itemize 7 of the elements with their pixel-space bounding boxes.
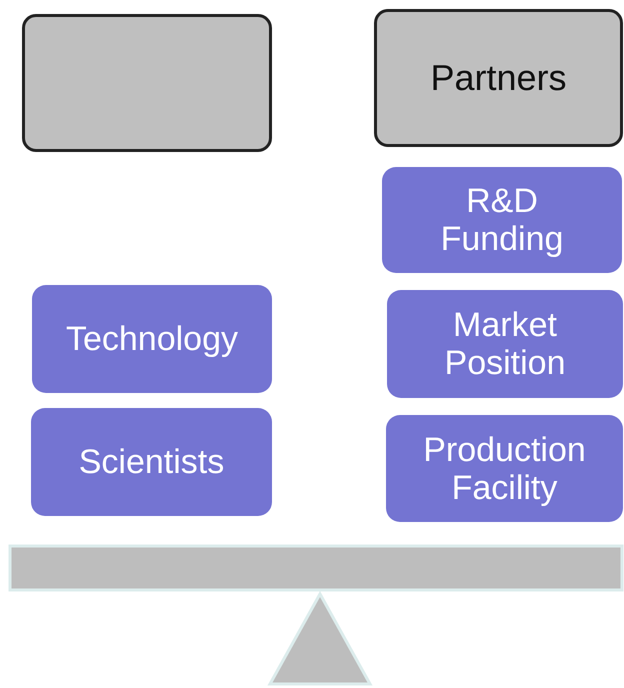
item-box: Market Position — [387, 290, 623, 398]
item-box: Technology — [32, 285, 272, 393]
item-box: Production Facility — [386, 415, 623, 522]
item-box: R&D Funding — [382, 167, 622, 273]
item-box: Scientists — [31, 408, 272, 516]
header-box: Partners — [374, 9, 623, 147]
empty-box — [22, 14, 272, 152]
